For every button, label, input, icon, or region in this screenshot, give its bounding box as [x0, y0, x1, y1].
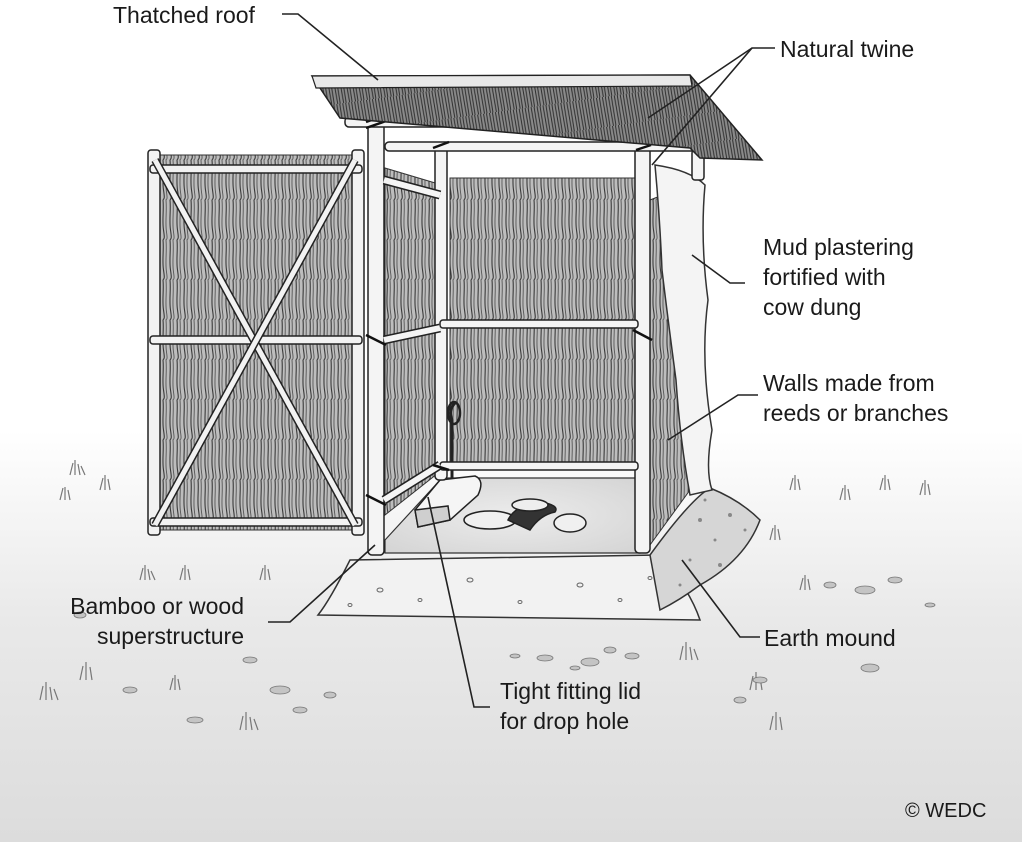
label-walls-line2: reeds or branches: [763, 400, 949, 426]
foot-rests: [463, 498, 587, 533]
label-bamboo-line2: superstructure: [96, 623, 244, 649]
label-lid-line1: Tight fitting lid: [500, 678, 642, 704]
label-mud-plastering-line1: Mud plastering: [763, 234, 914, 260]
pebbles: [73, 576, 936, 724]
thatched-roof: [310, 74, 764, 161]
label-mud-plastering-line3: cow dung: [763, 294, 862, 320]
label-earth-mound: Earth mound: [764, 625, 896, 651]
label-thatched-roof: Thatched roof: [113, 2, 255, 28]
label-lid: Tight fitting lid for drop hole: [500, 676, 641, 736]
label-natural-twine: Natural twine: [780, 36, 915, 62]
door-panel: [147, 149, 365, 536]
mud-plaster: [654, 164, 713, 496]
label-mud-plastering-line2: fortified with: [763, 264, 886, 290]
label-bamboo-superstructure: Bamboo or wood superstructure: [50, 591, 244, 651]
leader-lines: [268, 13, 775, 708]
label-walls-line1: Walls made from: [763, 370, 935, 396]
ground-base: [316, 554, 702, 621]
grass-tufts: [39, 460, 931, 731]
label-walls: Walls made from reeds or branches: [763, 368, 948, 428]
label-bamboo-line1: Bamboo or wood: [70, 593, 244, 619]
copyright-notice: © WEDC: [905, 800, 987, 822]
earth-mound: [649, 487, 761, 612]
label-mud-plastering: Mud plastering fortified with cow dung: [763, 232, 914, 322]
label-lid-line2: for drop hole: [500, 708, 630, 734]
